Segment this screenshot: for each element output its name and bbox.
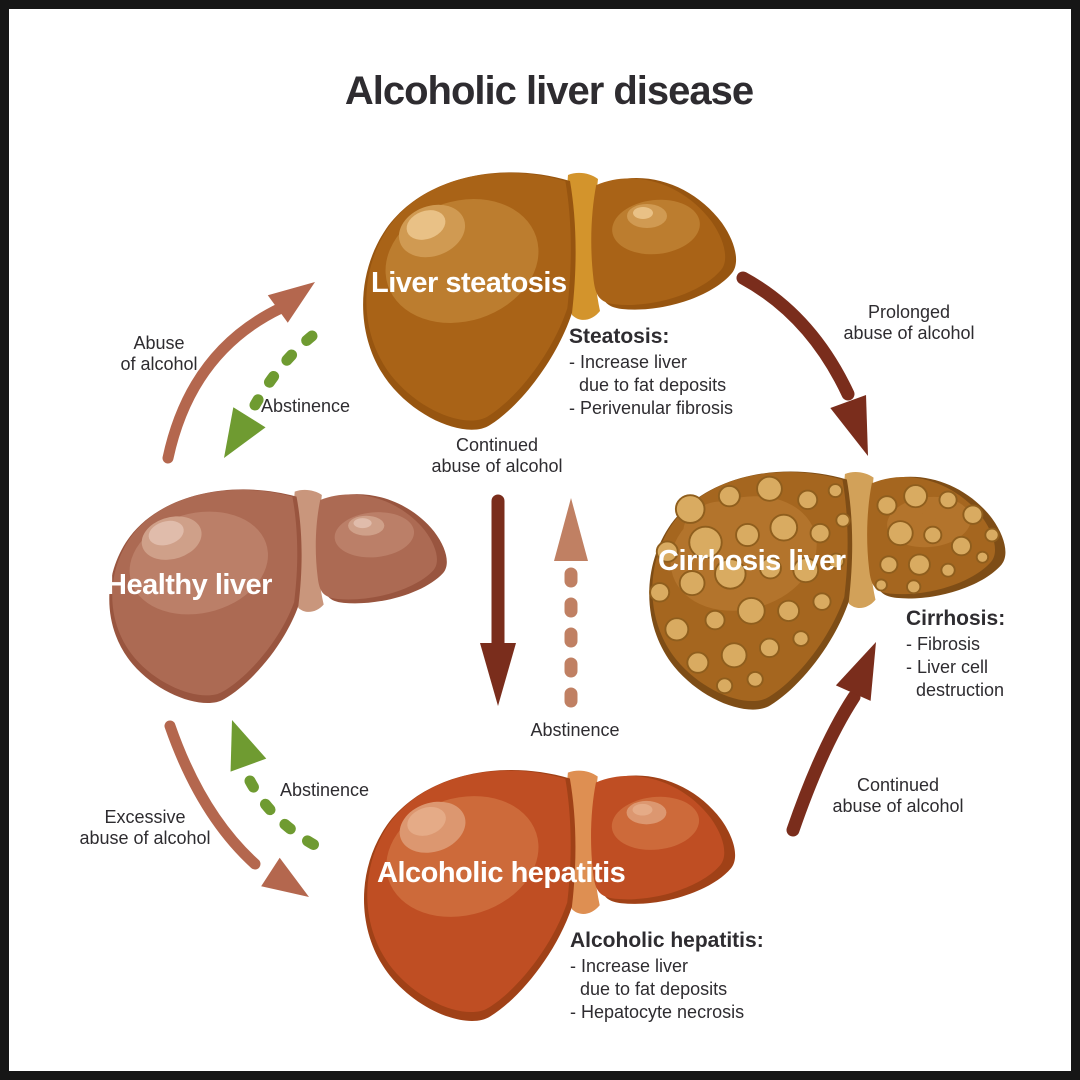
cirrhosis-info-body: - Fibrosis - Liver cell destruction: [906, 634, 1005, 700]
steatosis-label: Liver steatosis: [371, 267, 567, 299]
arrow-continued-abuse-center: [480, 494, 516, 706]
liver-cirrhosis-illustration: [649, 471, 1006, 710]
prolonged-abuse-label: Prolonged abuse of alcohol: [843, 302, 975, 343]
steatosis-info-title: Steatosis:: [569, 325, 670, 348]
hepatitis-label: Alcoholic hepatitis: [377, 857, 626, 889]
continued-abuse-center-label: Continued abuse of alcohol: [431, 435, 563, 476]
page-title: Alcoholic liver disease: [344, 69, 754, 113]
hepatitis-info-title: Alcoholic hepatitis:: [570, 929, 764, 952]
hepatitis-info-block: Alcoholic hepatitis: - Increase liver du…: [570, 929, 764, 1024]
arrow-prolonged-abuse: [736, 271, 868, 456]
continued-abuse-right-label: Continued abuse of alcohol: [832, 775, 964, 816]
hepatitis-info-body: - Increase liver due to fat deposits - H…: [570, 956, 745, 1022]
abuse-of-alcohol-label: Abuse of alcohol: [120, 333, 198, 374]
arrow-continued-abuse-right: [786, 642, 876, 837]
arrow-abstinence-top: [224, 330, 318, 458]
cirrhosis-info-block: Cirrhosis: - Fibrosis - Liver cell destr…: [906, 607, 1005, 702]
cirrhosis-info-title: Cirrhosis:: [906, 607, 1006, 630]
steatosis-info-body: - Increase liver due to fat deposits - P…: [569, 352, 734, 418]
arrow-excessive-abuse: [164, 720, 309, 897]
steatosis-info-block: Steatosis: - Increase liver due to fat d…: [569, 325, 733, 420]
liver-cycle-illustration: [109, 172, 1006, 1022]
abstinence-top-label: Abstinence: [261, 396, 351, 416]
excessive-abuse-label: Excessive abuse of alcohol: [79, 807, 211, 848]
arrow-abstinence-left: [230, 720, 324, 853]
abstinence-left-label: Abstinence: [280, 780, 370, 800]
abstinence-center-label: Abstinence: [530, 720, 620, 740]
arrow-abstinence-center: [554, 498, 588, 708]
cirrhosis-label: Cirrhosis liver: [658, 545, 846, 577]
healthy-liver-label: Healthy liver: [106, 569, 272, 601]
arrow-abuse-of-alcohol: [162, 282, 315, 464]
cirrhosis-nodules: [649, 475, 1000, 695]
